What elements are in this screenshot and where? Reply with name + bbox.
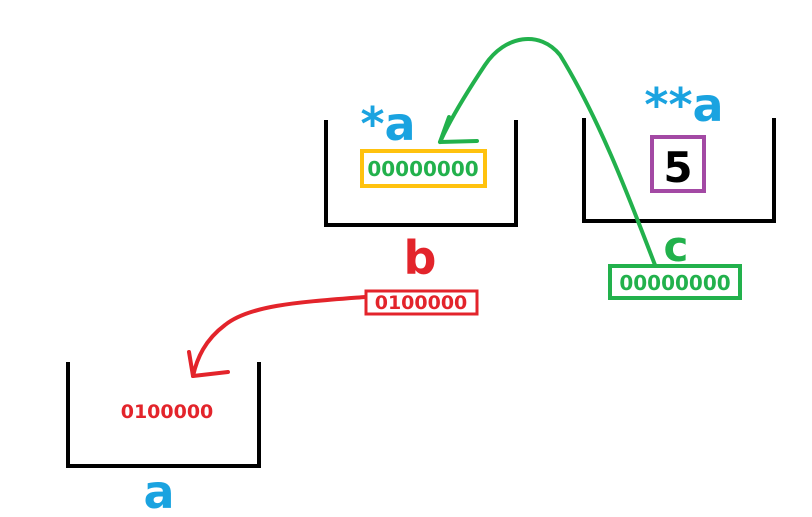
box-b-outline [324,120,518,227]
red-arrow-line [191,295,367,378]
box-c-name: c [664,222,689,271]
box-a-label: a [143,465,174,517]
box-b-deref-label: *a [360,97,415,151]
box-c-outline [582,118,776,223]
box-b-address-frame [364,289,479,316]
box-b: *a 00000000 b 0100000 [324,97,518,316]
green-arrow-line [438,37,657,267]
box-a-outline [66,362,261,468]
box-b-name: b [404,231,437,285]
box-c-value-frame [650,135,706,193]
red-pointer-arrow [187,295,367,378]
green-arrow-head [438,115,479,144]
box-b-address: 0100000 [375,292,468,314]
box-a: 0100000 a [66,362,261,517]
box-c-deref-label: **a [644,78,723,132]
box-c: **a 5 c 00000000 [582,78,776,300]
box-b-value-frame [360,149,487,188]
red-arrow-head [187,350,230,378]
box-c-address-frame [608,264,742,300]
box-c-content: 5 [663,143,692,192]
box-c-address: 00000000 [619,271,730,295]
box-b-content: 00000000 [367,157,478,181]
box-a-content: 0100000 [121,401,214,423]
green-pointer-arrow [438,37,657,267]
